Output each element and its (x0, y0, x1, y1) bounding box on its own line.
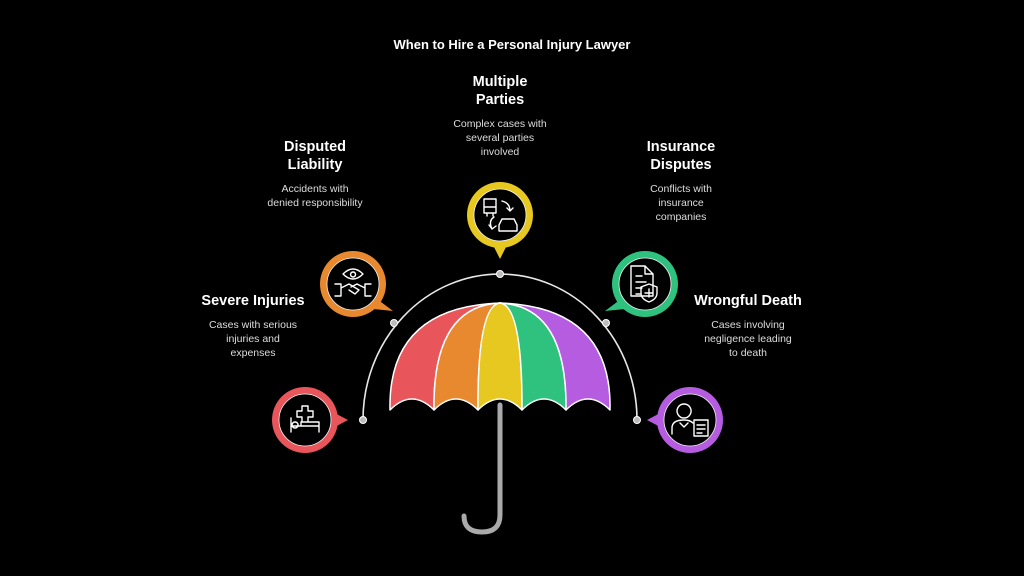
description-line: negligence leading (704, 333, 792, 345)
arc-node (496, 270, 504, 278)
heading-line: Disputed (283, 139, 347, 155)
bubble-inner (326, 257, 380, 311)
item-description: Conflicts with insurance companies (581, 182, 781, 224)
hospital-bed-icon (290, 405, 320, 433)
handshake-eye-icon (334, 268, 372, 297)
heading-line: Wrongful Death (694, 293, 802, 309)
description-line: Conflicts with (650, 183, 712, 195)
bubble-inner (618, 257, 672, 311)
bubble-wrongful-death (647, 387, 723, 453)
heading-line: Parties (475, 92, 525, 108)
arc-node (602, 319, 610, 327)
description-line: expenses (230, 347, 276, 359)
insurance-document-icon (630, 265, 658, 303)
bubble-insurance-disputes (605, 251, 678, 317)
arc-node (359, 416, 367, 424)
bubble-inner (278, 393, 332, 447)
item-description: Cases involving negligence leading to deat… (648, 318, 848, 360)
bubble-inner (663, 393, 717, 447)
description-line: companies (655, 211, 707, 223)
description-line: Complex cases with (453, 118, 547, 130)
item-description: Complex cases with several parties involve… (400, 117, 600, 159)
heading-line: Severe Injuries (201, 293, 305, 309)
description-line: Cases with serious (208, 319, 298, 331)
description-line: several parties (465, 132, 535, 144)
item-heading: Wrongful Death (648, 292, 848, 310)
description-line: involved (480, 146, 520, 158)
description-line: denied responsibility (267, 197, 363, 209)
bubble-inner (473, 188, 527, 242)
umbrella-handle (461, 402, 503, 535)
heading-line: Multiple (472, 74, 528, 90)
item-description: Accidents with denied responsibility (215, 182, 415, 210)
bubble-disputed-liability (320, 251, 393, 317)
description-line: insurance (658, 197, 704, 209)
heading-line: Insurance (646, 139, 716, 155)
bubble-severe-injuries (272, 387, 348, 453)
item-heading: Severe Injuries (153, 292, 353, 310)
heading-line: Disputes (650, 157, 712, 173)
bubble-multiple-parties (467, 182, 533, 259)
vehicles-exchange-icon (483, 198, 518, 232)
description-line: Accidents with (281, 183, 349, 195)
diagram-title: When to Hire a Personal Injury Lawyer (393, 37, 631, 52)
item-description: Cases with serious injuries and expenses (153, 318, 353, 360)
canopy-panel (499, 302, 611, 411)
heading-line: Liability (287, 157, 343, 173)
arc-node (390, 319, 398, 327)
description-line: to death (729, 347, 767, 359)
description-line: injuries and (226, 333, 280, 345)
person-document-icon (671, 403, 709, 437)
arc-node (633, 416, 641, 424)
description-line: Cases involving (711, 319, 785, 331)
